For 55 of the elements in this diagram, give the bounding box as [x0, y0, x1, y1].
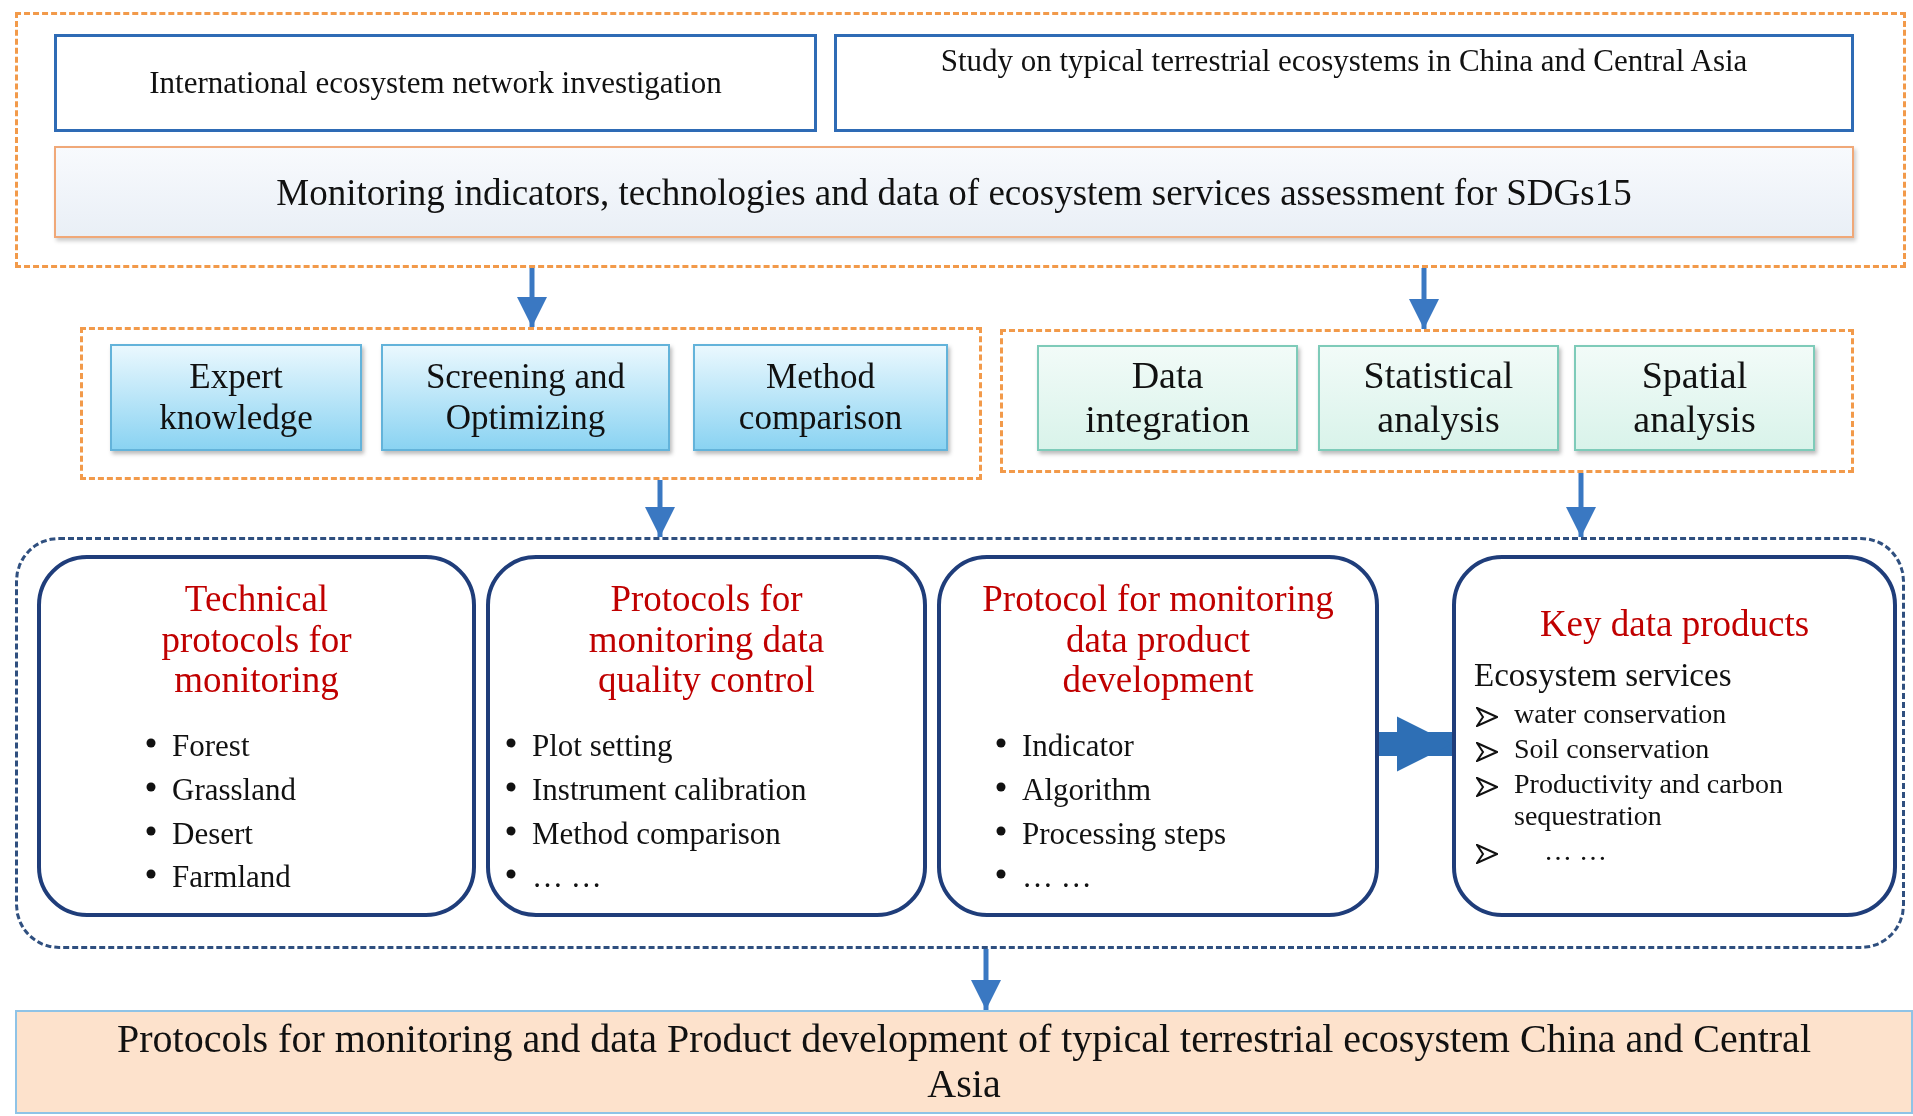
- list-item: Plot setting: [532, 729, 673, 764]
- method-box: [1574, 345, 1815, 451]
- list-item: Indicator: [1022, 729, 1134, 764]
- block-arrow: [1379, 716, 1452, 772]
- list-item: Algorithm: [1022, 772, 1152, 808]
- list-item: Grassland: [172, 772, 296, 808]
- list-item: … …: [1022, 860, 1092, 895]
- list-item: Method comparison: [532, 816, 781, 852]
- list-item: Soil conservation: [1514, 733, 1710, 765]
- list-item: … …: [1544, 835, 1607, 867]
- method-box: [1318, 345, 1559, 451]
- card-heading: Technical protocols for monitoring: [160, 579, 353, 702]
- dashed-group-frame: [80, 327, 982, 480]
- box-label: International ecosystem network investigation: [149, 65, 722, 101]
- box-label: Expert knowledge: [158, 357, 314, 438]
- dashed-group-frame: [1000, 329, 1854, 473]
- list-item: Productivity and carbon sequestration: [1514, 768, 1785, 832]
- list-item: Desert: [172, 816, 253, 852]
- text-box: [54, 146, 1854, 238]
- box-label: Monitoring indicators, technologies and data of ecosystem services assessment for SDGs15: [276, 170, 1632, 214]
- box-label: Protocols for monitoring and data Product development of typical terrestrial ecosystem China and Central Asia: [116, 1017, 1812, 1107]
- box-label: Study on typical terrestrial ecosystems in China and Central Asia: [940, 43, 1748, 79]
- list-heading: Ecosystem services: [1474, 656, 1733, 694]
- protocol-card: [37, 555, 476, 917]
- arrow: [517, 268, 547, 327]
- box-label: Spatial analysis: [1632, 354, 1757, 442]
- box-label: Statistical analysis: [1362, 354, 1515, 442]
- arrow: [1409, 268, 1439, 329]
- method-box: [110, 344, 362, 451]
- method-box: [381, 344, 670, 451]
- list-item: Forest: [172, 729, 250, 764]
- dashed-group-frame: [15, 12, 1906, 268]
- text-box: [54, 34, 817, 132]
- list-item: water conservation: [1514, 697, 1727, 730]
- protocol-card: [486, 555, 927, 917]
- arrow: [645, 480, 675, 537]
- card-heading: Key data products: [1538, 604, 1811, 645]
- box-label: Data integration: [1084, 354, 1251, 442]
- card-heading: Protocols for monitoring data quality control: [587, 579, 826, 702]
- arrow: [1566, 473, 1596, 537]
- text-box: [834, 34, 1854, 132]
- arrow: [971, 949, 1001, 1010]
- box-label: Screening and Optimizing: [424, 357, 627, 438]
- result-box: [15, 1010, 1913, 1114]
- list-item: Processing steps: [1022, 816, 1227, 852]
- list-item: Farmland: [172, 860, 291, 895]
- box-label: Method comparison: [737, 357, 904, 438]
- dashed-group-frame: [15, 537, 1905, 949]
- method-box: [693, 344, 948, 451]
- list-item: … …: [532, 860, 602, 895]
- list-item: Instrument calibration: [532, 772, 807, 808]
- product-card: [1452, 555, 1897, 917]
- method-box: [1037, 345, 1298, 451]
- protocol-card: [937, 555, 1379, 917]
- card-heading: Protocol for monitoring data product development: [981, 579, 1335, 702]
